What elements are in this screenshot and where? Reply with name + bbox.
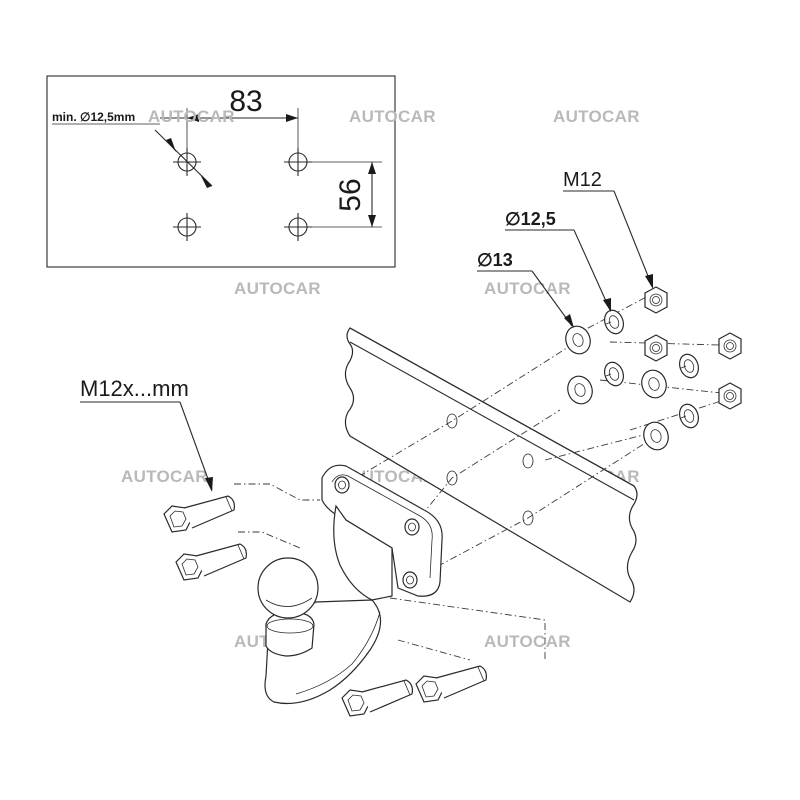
mounting-hole <box>173 213 201 241</box>
hex-nut <box>644 286 668 314</box>
watermark: AUTOCAR <box>553 107 640 126</box>
callout-nut: M12 <box>563 169 653 289</box>
hex-nut <box>644 334 668 362</box>
callout-bolt: M12x...mm <box>80 376 213 492</box>
vehicle-crossmember <box>344 327 638 603</box>
bolt <box>415 665 487 703</box>
bolt <box>163 495 235 533</box>
spring-washer-label: ∅12,5 <box>505 209 556 229</box>
nut-label: M12 <box>563 169 602 191</box>
mounting-hole <box>284 213 312 241</box>
bolt-label: M12x...mm <box>80 376 189 401</box>
hole-pattern-panel: 83 56 min. ∅12,5mm <box>46 75 396 268</box>
watermark: AUTOCAR <box>148 107 235 126</box>
dimension-83: 83 <box>229 85 262 118</box>
watermark: AUTOCAR <box>349 107 436 126</box>
flat-washer <box>563 372 597 408</box>
spring-washer <box>600 359 628 389</box>
flat-washer <box>637 366 671 402</box>
tow-ball <box>257 557 319 619</box>
hole-diameter-label: min. ∅12,5mm <box>52 110 135 124</box>
watermark: AUTOCAR <box>484 279 571 298</box>
mounting-hole <box>284 148 312 176</box>
fastener-set <box>561 286 742 454</box>
callout-spring-washer: ∅12,5 <box>505 209 611 312</box>
flat-washer <box>639 418 673 454</box>
spring-washer <box>675 401 703 431</box>
spring-washer <box>600 307 628 337</box>
callout-flat-washer: ∅13 <box>477 250 574 328</box>
bolt <box>175 543 247 581</box>
hex-nut <box>718 382 742 410</box>
bolt <box>341 679 413 717</box>
towbar-body <box>257 464 443 705</box>
dimension-56: 56 <box>334 178 367 211</box>
watermark: AUTOCAR <box>121 467 208 486</box>
watermark: AUTOCAR <box>484 632 571 651</box>
flat-washer <box>561 322 595 358</box>
watermark: AUTOCAR <box>234 279 321 298</box>
hex-nut <box>718 332 742 360</box>
flat-washer-label: ∅13 <box>477 250 513 270</box>
spring-washer <box>675 351 703 381</box>
